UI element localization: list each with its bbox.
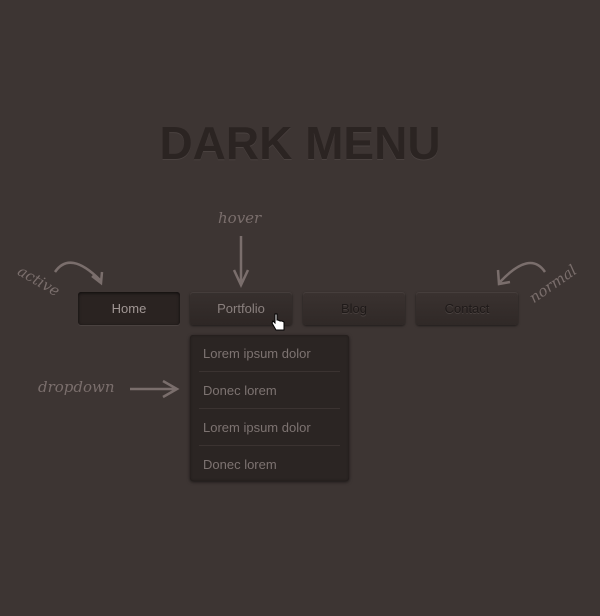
arrow-dropdown-icon <box>130 379 180 399</box>
page-title: DARK MENU <box>159 117 441 169</box>
annotation-hover: hover <box>218 209 262 227</box>
annotation-normal: normal <box>525 261 581 307</box>
arrow-active-icon <box>53 261 104 286</box>
dropdown-item[interactable]: Donec lorem <box>203 456 277 472</box>
menu-item-blog[interactable]: Blog <box>303 292 405 325</box>
menu-item-home[interactable]: Home <box>78 292 180 325</box>
dropdown-item[interactable]: Lorem ipsum dolor <box>199 409 340 446</box>
dropdown-menu: Lorem ipsum dolor Donec lorem Lorem ipsu… <box>190 335 349 481</box>
dropdown-item[interactable]: Donec lorem <box>199 372 340 409</box>
arrow-normal-icon <box>496 261 547 286</box>
dropdown-item[interactable]: Lorem ipsum dolor <box>199 335 340 372</box>
menu-item-contact[interactable]: Contact <box>416 292 518 325</box>
annotation-dropdown: dropdown <box>38 378 115 396</box>
arrow-hover-icon <box>232 236 250 288</box>
hand-cursor-icon <box>271 313 285 331</box>
annotation-active: active <box>14 261 63 301</box>
